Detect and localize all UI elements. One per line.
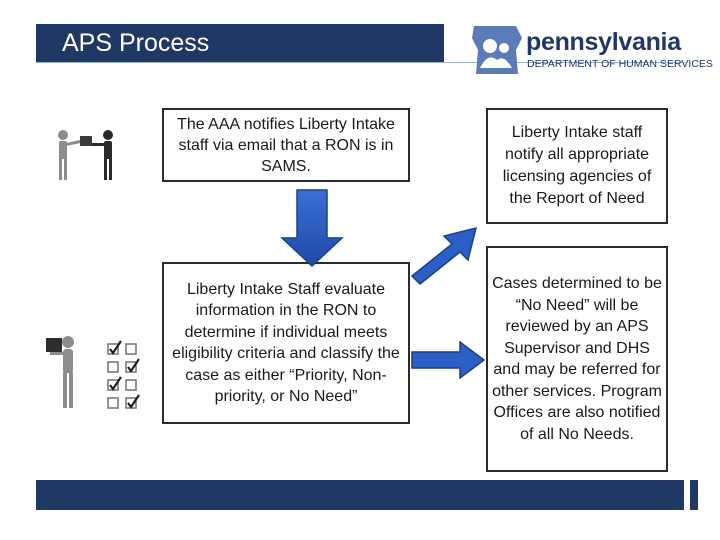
header-divider xyxy=(36,62,684,63)
keystone-logo-icon xyxy=(472,26,522,74)
step-evaluate-box: Liberty Intake Staff evaluate informatio… xyxy=(162,262,410,424)
step-no-need-text: Cases determined to be “No Need” will be… xyxy=(492,275,662,443)
step-licensing-box: Liberty Intake staff notify all appropri… xyxy=(486,108,668,224)
step-evaluate-text: Liberty Intake Staff evaluate informatio… xyxy=(172,280,400,406)
step-licensing-text: Liberty Intake staff notify all appropri… xyxy=(502,124,652,207)
logo-wordmark: pennsylvania xyxy=(526,28,681,56)
handoff-people-icon xyxy=(58,130,113,180)
step-notify-box: The AAA notifies Liberty Intake staff vi… xyxy=(162,108,410,182)
footer-accent xyxy=(690,480,698,510)
title-bar: APS Process xyxy=(36,24,444,62)
step-no-need-box: Cases determined to be “No Need” will be… xyxy=(486,246,668,472)
arrow-to-no-need xyxy=(411,340,486,380)
footer-bar xyxy=(36,480,684,510)
arrow-to-licensing xyxy=(410,226,478,286)
pennsylvania-dhs-logo: pennsylvania DEPARTMENT OF HUMAN SERVICE… xyxy=(470,24,713,76)
page-title: APS Process xyxy=(62,29,210,57)
logo-department: DEPARTMENT OF HUMAN SERVICES xyxy=(527,58,713,70)
checklist-person-icon xyxy=(46,336,140,409)
step-notify-text: The AAA notifies Liberty Intake staff vi… xyxy=(177,115,395,175)
arrow-down xyxy=(280,189,344,268)
